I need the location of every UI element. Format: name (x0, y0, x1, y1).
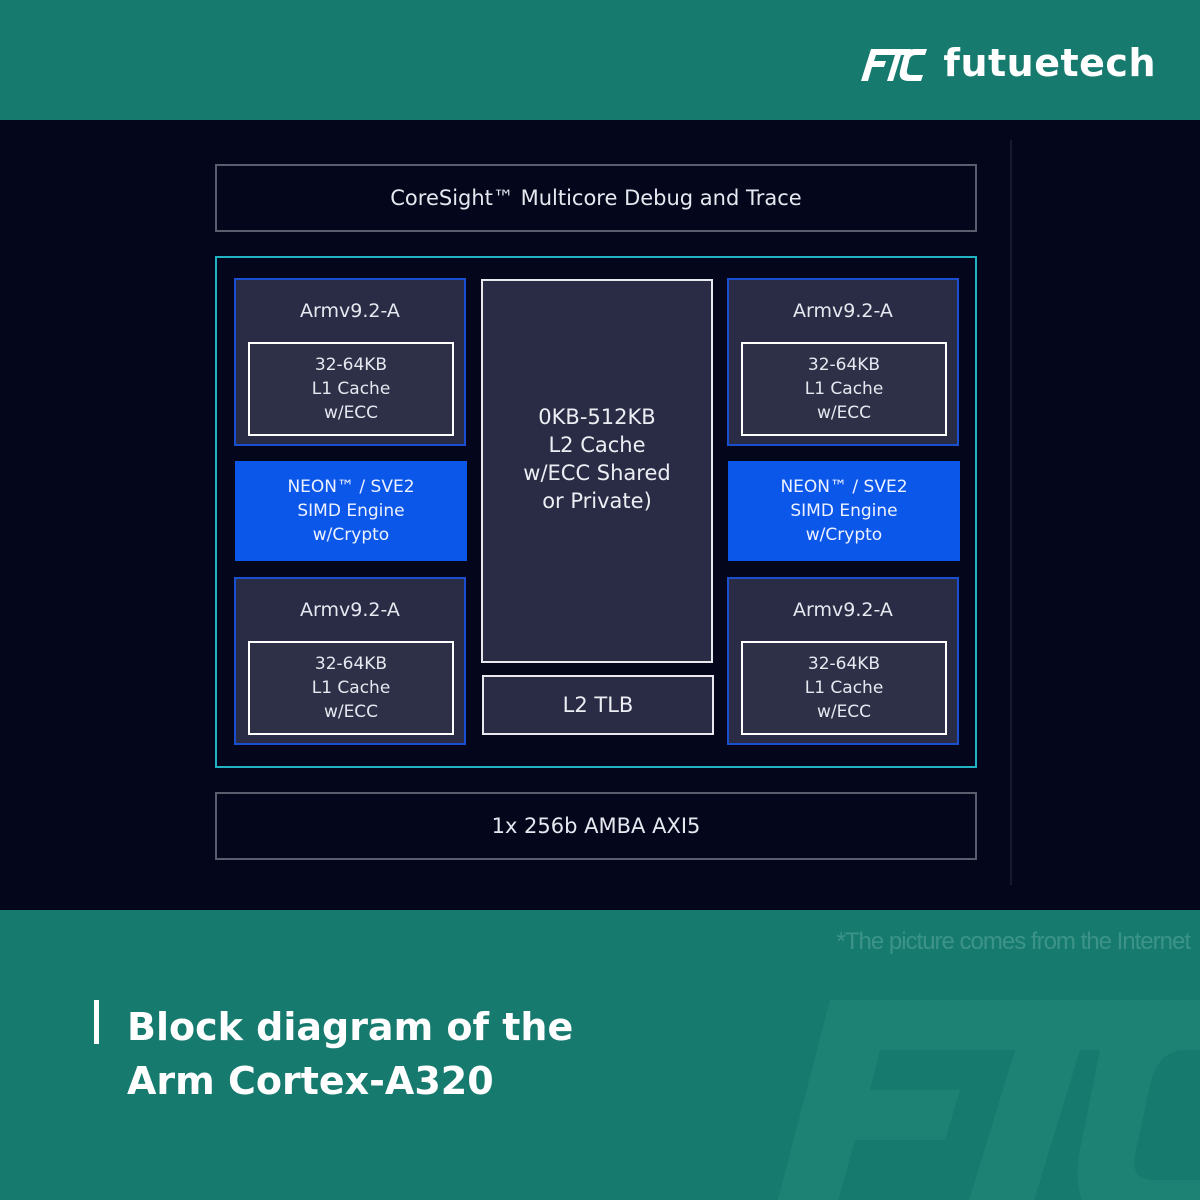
caption-line: Arm Cortex-A320 (127, 1059, 494, 1103)
l1-label: L1 Cache (804, 677, 884, 698)
caption-line: Block diagram of the (127, 1005, 574, 1049)
l1-size: 32-64KB (314, 653, 388, 674)
simd-engine-left: NEON™ / SVE2 SIMD Engine w/Crypto (235, 461, 467, 561)
core-title: Armv9.2-A (300, 300, 400, 322)
l2-line: L2 Cache (548, 433, 646, 457)
l1-ecc: w/ECC (816, 402, 872, 423)
caption: Block diagram of the Arm Cortex-A320 (127, 1000, 573, 1108)
caption-accent-bar (94, 1000, 99, 1044)
l1-cache-block: 32-64KB L1 Cache w/ECC (741, 641, 947, 735)
core-bottom-left: Armv9.2-A 32-64KB L1 Cache w/ECC (234, 577, 466, 745)
l1-ecc: w/ECC (323, 402, 379, 423)
core-top-right: Armv9.2-A 32-64KB L1 Cache w/ECC (727, 278, 959, 446)
l1-label: L1 Cache (804, 378, 884, 399)
header-band: futuetech (0, 0, 1200, 120)
l2-line: or Private) (542, 489, 652, 513)
l1-ecc: w/ECC (816, 701, 872, 722)
ftc-watermark-icon (777, 1000, 1200, 1200)
core-title: Armv9.2-A (793, 300, 893, 322)
simd-line: SIMD Engine (790, 501, 898, 521)
simd-line: NEON™ / SVE2 (780, 477, 908, 497)
brand[interactable]: futuetech (857, 38, 1156, 88)
ftc-logo-icon (861, 49, 928, 81)
l1-cache-block: 32-64KB L1 Cache w/ECC (248, 641, 454, 735)
core-title: Armv9.2-A (793, 599, 893, 621)
amba-bus-block: 1x 256b AMBA AXI5 (215, 792, 977, 860)
l1-ecc: w/ECC (323, 701, 379, 722)
l1-size: 32-64KB (807, 354, 881, 375)
core-bottom-right: Armv9.2-A 32-64KB L1 Cache w/ECC (727, 577, 959, 745)
diagram-edge (1010, 140, 1012, 885)
l1-cache-block: 32-64KB L1 Cache w/ECC (741, 342, 947, 436)
l2-tlb-block: L2 TLB (482, 675, 714, 735)
l1-size: 32-64KB (314, 354, 388, 375)
l2-line: 0KB-512KB (538, 405, 656, 429)
coresight-block: CoreSight™ Multicore Debug and Trace (215, 164, 977, 232)
simd-line: w/Crypto (805, 525, 883, 545)
simd-line: w/Crypto (312, 525, 390, 545)
simd-line: SIMD Engine (297, 501, 405, 521)
core-title: Armv9.2-A (300, 599, 400, 621)
l1-cache-block: 32-64KB L1 Cache w/ECC (248, 342, 454, 436)
source-note: *The picture comes from the Internet (836, 928, 1191, 955)
core-top-left: Armv9.2-A 32-64KB L1 Cache w/ECC (234, 278, 466, 446)
simd-engine-right: NEON™ / SVE2 SIMD Engine w/Crypto (728, 461, 960, 561)
simd-line: NEON™ / SVE2 (287, 477, 415, 497)
l1-label: L1 Cache (311, 378, 391, 399)
brand-name: futuetech (943, 41, 1156, 85)
l1-label: L1 Cache (311, 677, 391, 698)
l1-size: 32-64KB (807, 653, 881, 674)
footer-band: *The picture comes from the Internet Blo… (0, 910, 1200, 1200)
l2-line: w/ECC Shared (523, 461, 671, 485)
l2-cache-block: 0KB-512KB L2 Cache w/ECC Shared or Priva… (481, 279, 713, 663)
